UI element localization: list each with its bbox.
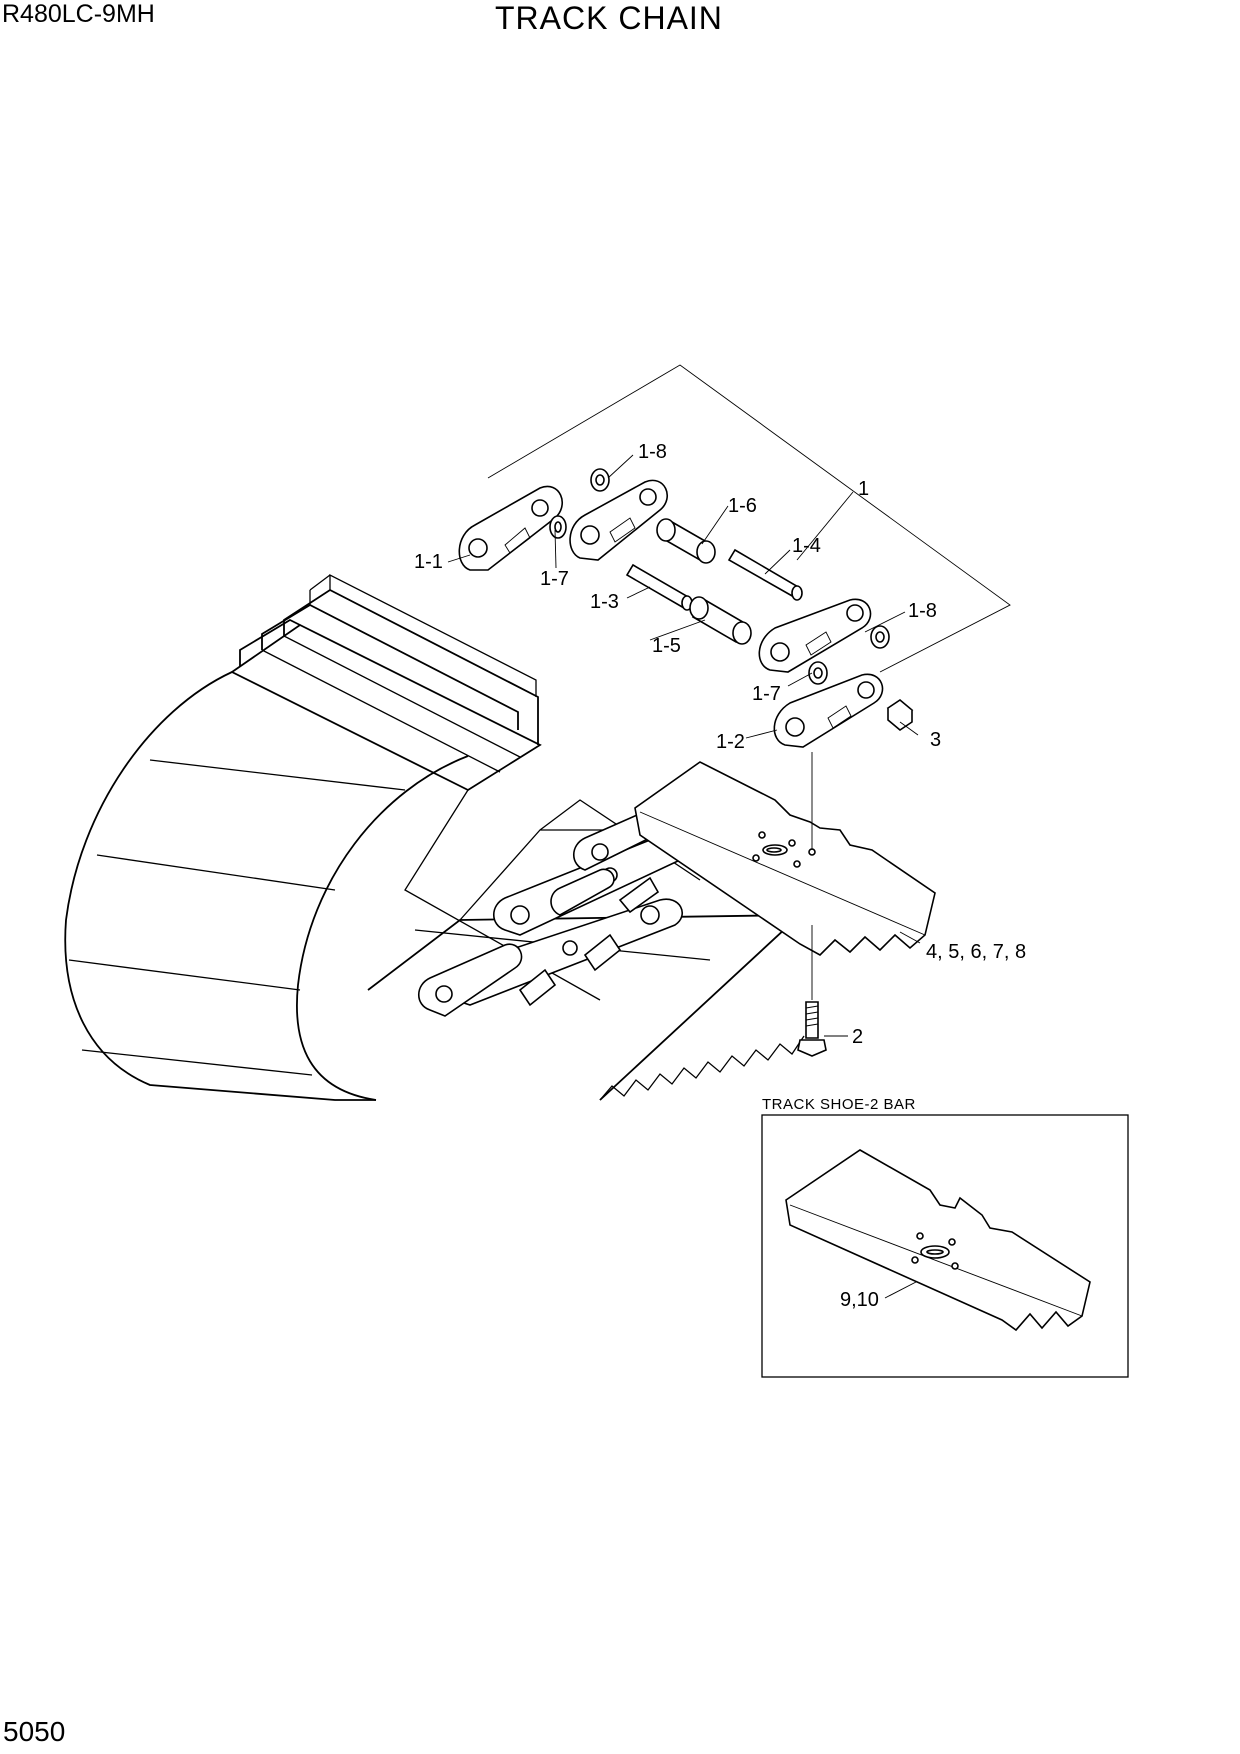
callout-1-6: 1-6 bbox=[728, 495, 757, 517]
callout-2: 2 bbox=[852, 1026, 863, 1048]
callout-1-2: 1-2 bbox=[716, 731, 745, 753]
callout-3: 3 bbox=[930, 729, 941, 751]
inset-callout-9-10: 9,10 bbox=[840, 1289, 879, 1311]
callout-1-7-bottom: 1-7 bbox=[752, 683, 781, 705]
inset-track-shoe-2-bar: TRACK SHOE-2 BAR 9,10 bbox=[761, 1096, 1129, 1378]
page-number: 5050 bbox=[3, 1716, 66, 1747]
page-title: TRACK CHAIN bbox=[495, 0, 723, 36]
callout-1-8-bottom: 1-8 bbox=[908, 600, 937, 622]
callout-leaders bbox=[447, 454, 921, 1037]
exploded-link-assembly bbox=[458, 364, 1011, 748]
callout-1-4: 1-4 bbox=[792, 535, 821, 557]
track-shoe-drawing bbox=[634, 752, 936, 956]
callout-1-8-top: 1-8 bbox=[638, 441, 667, 463]
callout-1-3: 1-3 bbox=[590, 591, 619, 613]
model-number: R480LC-9MH bbox=[2, 0, 155, 28]
bolt-drawing bbox=[797, 925, 827, 1057]
callout-4-5-6-7-8: 4, 5, 6, 7, 8 bbox=[926, 941, 1026, 963]
inset-title: TRACK SHOE-2 BAR bbox=[762, 1096, 916, 1113]
callout-1-1: 1-1 bbox=[414, 551, 443, 573]
callout-1-5: 1-5 bbox=[652, 635, 681, 657]
callout-1: 1 bbox=[858, 478, 869, 500]
callout-1-7-top: 1-7 bbox=[540, 568, 569, 590]
